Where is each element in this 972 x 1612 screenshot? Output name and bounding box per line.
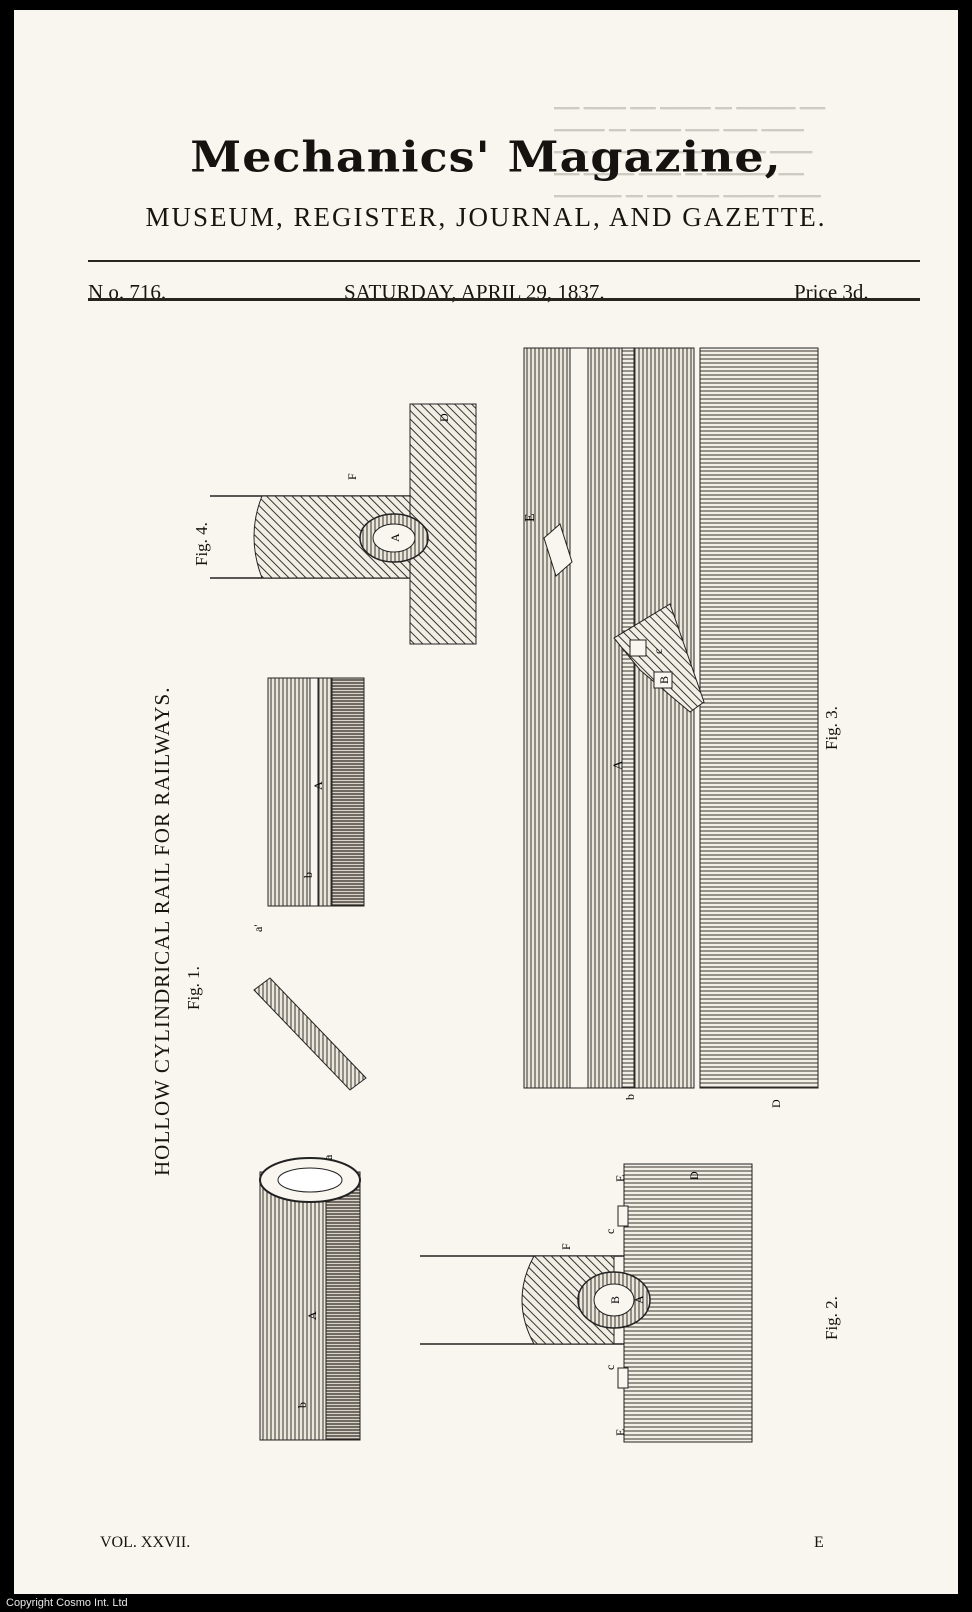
svg-text:E: E [613,1429,627,1436]
svg-text:a: a [321,1154,335,1160]
top-rule [88,260,920,262]
svg-text:c: c [651,649,665,654]
copyright-notice: Copyright Cosmo Int. Ltd [6,1597,128,1609]
magazine-page: ━━━ ━━━━━ ━━━ ━━━━━━ ━━ ━━━━━━━ ━━━━━━━━… [14,10,958,1594]
fig2-sleeper-section: B A c c E E D F [420,1163,753,1443]
svg-text:E: E [523,513,538,522]
masthead-subtitle: MUSEUM, REGISTER, JOURNAL, AND GAZETTE. [145,202,827,232]
svg-text:c: c [603,1365,617,1370]
issue-date: SATURDAY, APRIL 29, 1837. [344,280,605,304]
svg-text:c: c [603,1229,617,1234]
svg-text:B: B [608,1296,622,1304]
signature-mark: E [814,1534,824,1551]
svg-text:F: F [559,1243,573,1250]
svg-text:A: A [632,1295,646,1304]
svg-text:D: D [437,413,451,422]
svg-text:D: D [687,1171,701,1180]
masthead-title: Mechanics' Magazine, [190,132,782,182]
fig1-rail-pieces: A b a' A b a [251,677,367,1441]
fig3-rail-view: E c B A b D [523,347,819,1108]
issue-number: N o. 716. [88,280,167,304]
bleed-through-text: ━━━ ━━━━━ ━━━ ━━━━━━ ━━ ━━━━━━━ ━━━━━━━━… [554,101,826,205]
svg-text:D: D [769,1099,783,1108]
bottom-rule [88,298,920,301]
svg-text:b: b [301,872,315,878]
issue-price: Price 3d. [794,280,869,304]
svg-text:b: b [623,1094,637,1100]
fig4-cross-section: A D F [210,403,477,645]
svg-text:A: A [388,533,402,542]
svg-text:A: A [311,781,325,790]
volume-label: VOL. XXVII. [100,1534,191,1551]
svg-text:a': a' [251,925,265,933]
engraving-figures: A D F A b a' A b a [210,347,819,1443]
svg-text:A: A [305,1311,319,1320]
svg-text:B: B [657,676,671,684]
svg-text:b: b [295,1402,309,1408]
svg-text:A: A [610,760,625,770]
svg-text:E: E [613,1175,627,1182]
svg-text:F: F [345,473,359,480]
